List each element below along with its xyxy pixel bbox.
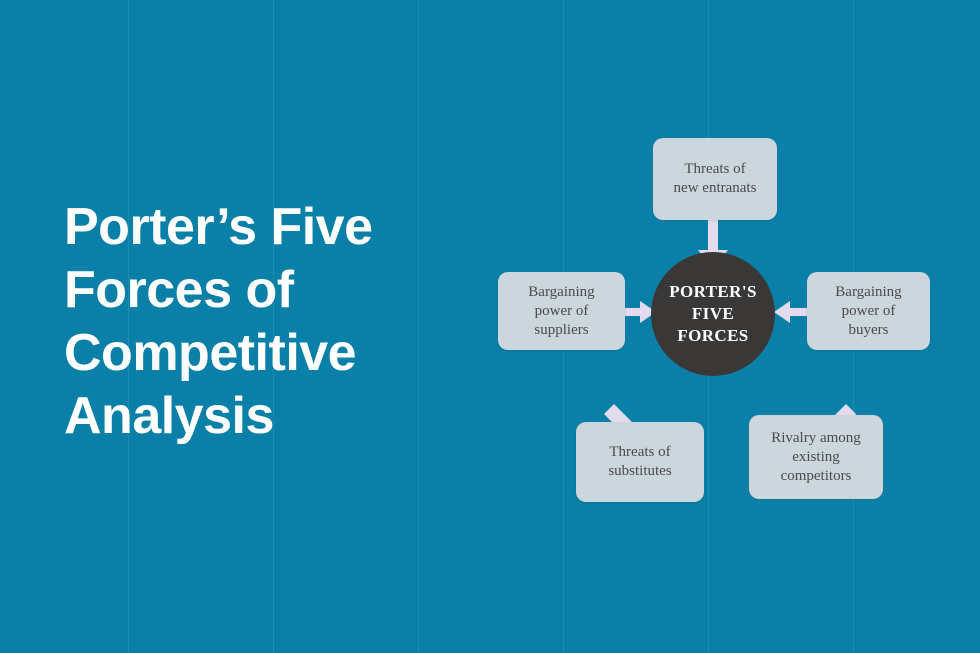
force-label-line: competitors: [780, 467, 852, 484]
page-title-line-3: Competitive: [64, 324, 357, 382]
page-title-line-4: Analysis: [64, 387, 274, 445]
force-label-line: Bargaining: [528, 283, 595, 300]
force-label-line: existing: [792, 448, 840, 465]
force-label-line: substitutes: [608, 463, 672, 479]
force-label-line: power of: [841, 302, 896, 319]
force-label-line: Threats of: [609, 444, 671, 460]
force-label-line: power of: [534, 302, 589, 319]
page-title: Porter’s Five Forces of Competitive Anal…: [64, 196, 464, 448]
force-box-threats-of-new-entrants[interactable]: Threats of new entranats: [653, 138, 777, 220]
force-box-bargaining-power-of-buyers[interactable]: Bargaining power of buyers: [807, 272, 930, 350]
force-box-rivalry-among-existing-competitors[interactable]: Rivalry among existing competitors: [749, 415, 883, 499]
force-label-line: Bargaining: [835, 283, 902, 300]
force-label-line: buyers: [848, 321, 889, 338]
center-node-porters-five-forces[interactable]: PORTER'S FIVE FORCES: [651, 252, 775, 376]
page-title-line-2: Forces of: [64, 261, 294, 319]
center-label-line: FIVE: [691, 304, 735, 323]
force-label-line: Threats of: [684, 161, 746, 177]
force-box-bargaining-power-of-suppliers[interactable]: Bargaining power of suppliers: [498, 272, 625, 350]
force-label-line: suppliers: [534, 321, 589, 338]
porters-five-forces-diagram: Threats of new entranats Bargaining powe…: [480, 110, 980, 540]
arrow-left-from-buyers: [774, 301, 812, 323]
page-title-line-1: Porter’s Five: [64, 198, 373, 256]
arrow-right-from-suppliers: [618, 301, 656, 323]
force-label-line: Rivalry among: [771, 429, 861, 446]
center-label-line: PORTER'S: [669, 282, 757, 301]
center-node-label: PORTER'S FIVE FORCES: [669, 281, 757, 347]
force-label-line: new entranats: [673, 180, 757, 196]
force-box-threats-of-substitutes[interactable]: Threats of substitutes: [576, 422, 704, 502]
center-label-line: FORCES: [677, 326, 749, 345]
